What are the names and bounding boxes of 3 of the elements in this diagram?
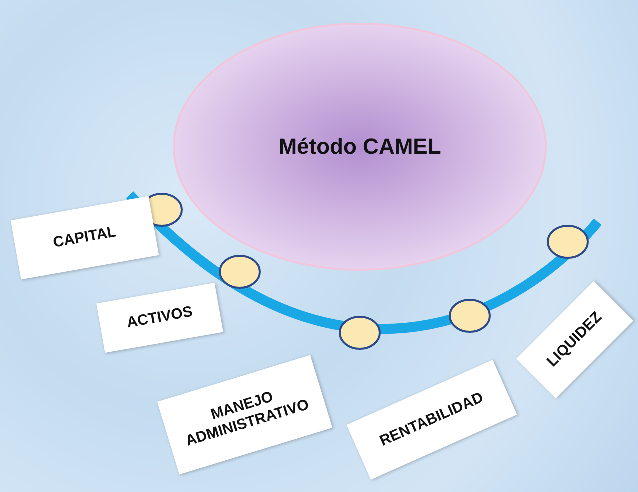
card-text: CAPITAL [52, 224, 118, 252]
ellipse-label: Método CAMEL [278, 134, 442, 160]
card-text: ACTIVOS [126, 303, 194, 333]
